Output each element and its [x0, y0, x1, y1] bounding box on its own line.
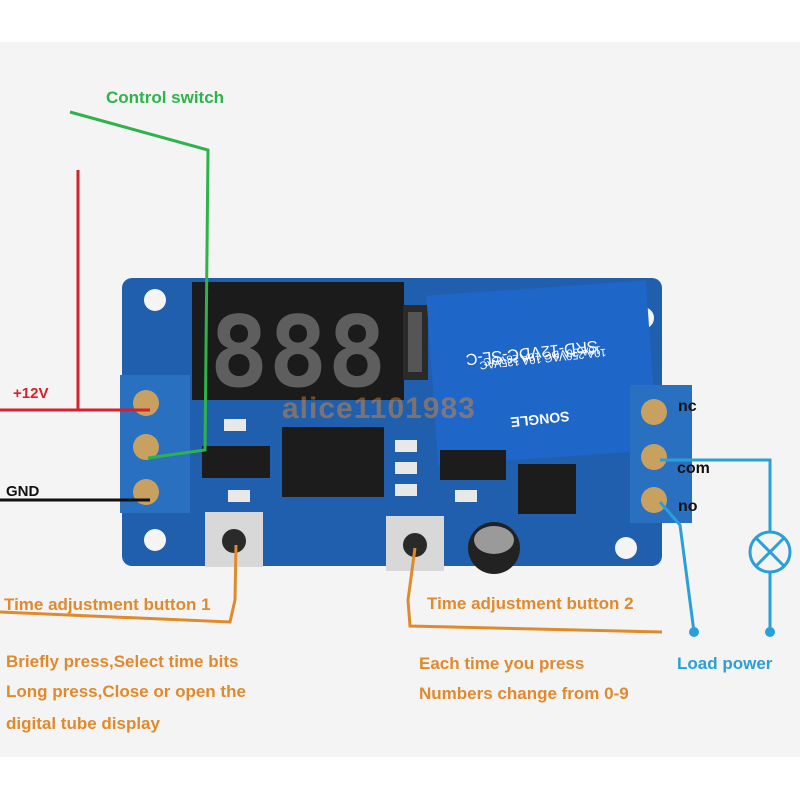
label-button-1: Time adjustment button 1	[4, 595, 211, 614]
load-terminal-left	[689, 627, 699, 637]
button-2-desc-line-1: Each time you press	[419, 654, 585, 673]
load-terminal-right	[765, 627, 775, 637]
mount-hole-tl	[144, 289, 166, 311]
wire-button-2	[406, 547, 663, 634]
wire-control-switch	[69, 110, 210, 460]
wire-load-com	[660, 458, 772, 532]
terminal-screw-control	[133, 434, 159, 460]
label-control-switch: Control switch	[106, 88, 225, 107]
wire-load-no	[658, 501, 696, 633]
optocoupler-left	[202, 446, 270, 478]
optocoupler-right	[440, 450, 506, 480]
button-2-desc-line-2: Numbers change from 0-9	[419, 684, 629, 703]
wire-button-1	[0, 544, 238, 624]
label-button-2: Time adjustment button 2	[427, 594, 634, 613]
terminal-screw-plus12v	[133, 390, 159, 416]
mount-hole-bl	[144, 529, 166, 551]
label-gnd: GND	[6, 483, 40, 500]
smd-resistor	[395, 462, 417, 474]
mount-hole-br	[615, 537, 637, 559]
terminal-screw-com	[641, 444, 667, 470]
seven-segment-display	[192, 282, 404, 400]
display-digits: 888	[209, 296, 386, 410]
transistor	[518, 464, 576, 514]
label-no: no	[678, 498, 698, 515]
relay	[426, 280, 658, 466]
label-load-power: Load power	[677, 654, 773, 673]
smd-resistor	[224, 419, 246, 431]
terminal-screw-no	[641, 487, 667, 513]
smd-resistor	[395, 484, 417, 496]
button-1-desc-line-2: Long press,Close or open the	[6, 682, 246, 701]
smd-resistor	[455, 490, 477, 502]
time-button-2-cap	[403, 533, 427, 557]
lamp-icon	[748, 530, 792, 574]
label-plus12v: +12V	[13, 385, 49, 402]
label-com: com	[677, 460, 710, 477]
relay-brand: SONGLE	[510, 408, 570, 430]
smd-resistor	[228, 490, 250, 502]
main-chip	[282, 427, 384, 497]
indicator-led	[408, 312, 422, 372]
button-1-desc-line-3: digital tube display	[6, 714, 160, 733]
label-nc: nc	[678, 398, 697, 415]
smd-resistor	[395, 440, 417, 452]
time-button-1-cap	[222, 529, 246, 553]
terminal-screw-nc	[641, 399, 667, 425]
watermark: alice1101983	[282, 392, 476, 425]
capacitor-top	[474, 526, 514, 554]
button-1-desc-line-1: Briefly press,Select time bits	[6, 652, 239, 671]
